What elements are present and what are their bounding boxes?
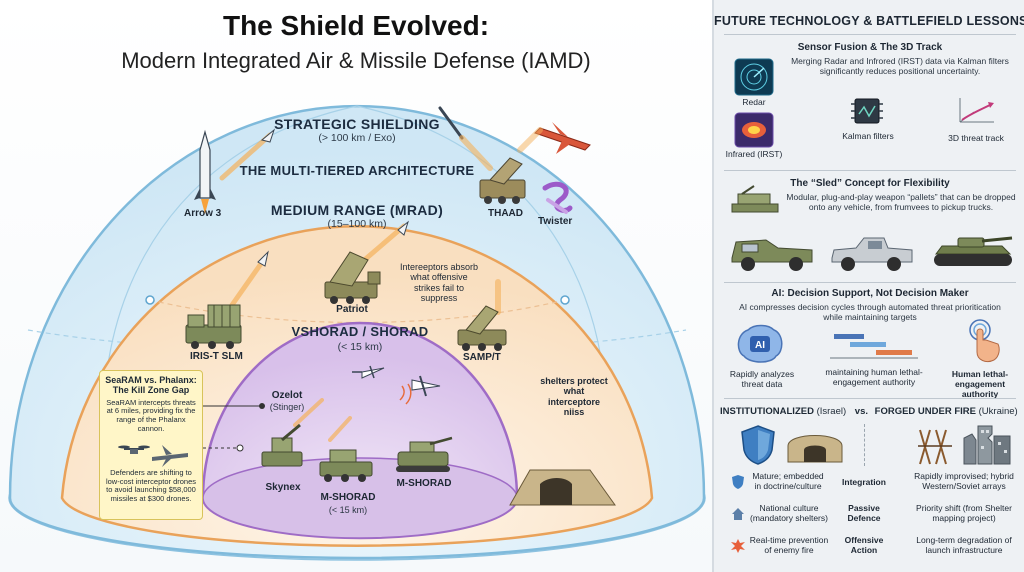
threat-track-icon <box>959 98 994 123</box>
label-ozelot: Ozelot <box>271 390 303 401</box>
row2-mid: Passive Defence <box>847 503 881 523</box>
ai-head: AI: Decision Support, Not Decision Maker <box>771 288 969 299</box>
label-arrow3: Arrow 3 <box>184 208 222 219</box>
ai-label-1: Rapidly analyzes threat data <box>729 369 795 389</box>
strategic-tier-name: STRATEGIC SHIELDING <box>274 116 440 132</box>
track-label: 3D threat track <box>948 133 1004 143</box>
hangar-shelter-icon <box>787 435 843 463</box>
sensor-body: Merging Radar and Infrored (IRST) data v… <box>791 56 1009 77</box>
damaged-city-icon <box>963 425 1011 465</box>
shield-icon <box>741 425 775 465</box>
row1-mid: Integration <box>842 477 886 487</box>
kalman-label: Kalman filters <box>842 131 894 141</box>
architecture-heading: THE MULTI-TIERED ARCHITECTURE <box>239 163 475 178</box>
medium-tier-name: MEDIUM RANGE (MRAD) <box>270 202 444 218</box>
sled-head: The “Sled” Concept for Flexibility <box>790 178 950 189</box>
mshorad-vehicle-icon <box>319 449 373 482</box>
searam-head: SeaRAM vs. Phalanx: The Kill Zone Gap <box>105 375 197 396</box>
skynex-icon <box>261 423 303 467</box>
infrared-icon <box>734 112 774 148</box>
row1-right: Rapidly improvised; hybrid Western/Sovie… <box>914 471 1014 491</box>
shelters-note: shelters protect what interceptore niiss <box>540 376 608 418</box>
interceptors-note: Intereeptors absorb what offensive strik… <box>399 262 479 304</box>
drones-text: Defenders are shifting to low-cost inter… <box>105 468 197 504</box>
searam-body: SeaRAM intercepts threats at 6 miles, pr… <box>106 397 196 433</box>
label-mshorad-b: M-SHORAD <box>396 478 452 489</box>
compare-right-head: FORGED UNDER FIRE <box>874 406 976 417</box>
radar-label: Redar <box>742 97 766 107</box>
strategic-tier-range: (> 100 km / Exo) <box>318 132 396 144</box>
panel-title: FUTURE TECHNOLOGY & BATTLEFIELD LESSONS <box>714 14 1024 28</box>
label-twister: Twister <box>538 216 573 227</box>
cruise-missile-icon <box>517 122 591 154</box>
drone-target-icon <box>352 365 441 405</box>
label-mshorad-a-sub: (< 15 km) <box>328 505 368 515</box>
infrared-label: Infrared (IRST) <box>725 149 783 159</box>
sensor-head: Sensor Fusion & The 3D Track <box>797 42 943 53</box>
patriot-launcher-icon <box>324 251 381 304</box>
shelter-bunker-icon <box>509 469 616 506</box>
kalman-chip-icon <box>851 98 883 124</box>
drones-illustration <box>104 435 198 469</box>
weapon-pallet-icon <box>731 185 779 213</box>
sled-body: Modular, plug-and-play weapon “pallets” … <box>786 192 1016 213</box>
timeline-chart-icon <box>830 334 918 359</box>
ai-chip-text: AI <box>755 340 765 351</box>
page-subtitle: Modern Integrated Air & Missile Defense … <box>121 48 591 73</box>
label-ozelot-sub: (Stinger) <box>269 402 305 412</box>
small-shield-icon <box>732 475 744 489</box>
row1-left: Mature; embedded in doctrine/culture <box>752 471 824 491</box>
divider <box>724 34 1016 35</box>
compare-left-head: INSTITUTIONALIZED <box>720 406 814 417</box>
page-title: The Shield Evolved: <box>222 10 490 41</box>
tank-vehicle-icon <box>934 236 1013 266</box>
interceptor-trail-icon <box>219 106 501 442</box>
compare-vs: vs. <box>854 406 869 417</box>
compare-header: INSTITUTIONALIZED (Israel) vs. FORGED UN… <box>720 406 1018 417</box>
row3-mid: Offensive Action <box>844 535 884 555</box>
ai-label-3: Human lethal-engagement authority <box>951 369 1009 399</box>
row2-right: Priority shift (from Shelter mapping pro… <box>916 503 1012 523</box>
humvee-icon <box>731 239 813 271</box>
label-mshorad-a: M-SHORAD <box>320 492 376 503</box>
row2-left: National culture (mandatory shelters) <box>750 503 828 523</box>
ai-label-2: maintaining human lethal-engagement auth… <box>825 367 923 387</box>
touch-hand-icon <box>969 319 1000 363</box>
divider <box>724 398 1016 399</box>
divider <box>724 282 1016 283</box>
medium-tier-range: (15–100 km) <box>327 218 387 230</box>
fortification-icon <box>918 429 952 465</box>
label-sampt: SAMP/T <box>463 352 501 363</box>
arrow3-missile-icon <box>194 129 216 214</box>
divider <box>724 170 1016 171</box>
iamd-diagram: The Shield Evolved: Modern Integrated Ai… <box>0 0 712 572</box>
compare-divider <box>864 424 865 466</box>
vshorad-tier-range: (< 15 km) <box>337 341 383 353</box>
iris-launcher-icon <box>185 304 242 349</box>
explosion-icon <box>731 539 745 553</box>
label-skynex: Skynex <box>265 482 301 493</box>
mshorad-tracked-icon <box>396 436 453 472</box>
quadcopter-drone-icon <box>118 445 150 455</box>
ai-body: AI compresses decision cycles through au… <box>739 302 1001 323</box>
compare-left-sub: (Israel) <box>816 406 847 417</box>
sampt-launcher-icon <box>457 305 507 351</box>
lessons-panel: FUTURE TECHNOLOGY & BATTLEFIELD LESSONS … <box>712 0 1024 572</box>
attack-drone-icon <box>152 445 188 468</box>
vshorad-tier-name: VSHORAD / SHORAD <box>291 324 429 339</box>
radar-icon <box>734 58 774 96</box>
twister-icon <box>542 181 573 214</box>
label-iris: IRIS-T SLM <box>190 351 243 362</box>
label-patriot: Patriot <box>336 304 368 315</box>
row3-left: Real-time prevention of enemy fire <box>749 535 829 555</box>
row3-right: Long-term degradation of launch infrastr… <box>916 535 1012 555</box>
label-thaad: THAAD <box>488 208 523 219</box>
thaad-launcher-icon <box>479 157 526 204</box>
ai-brain-icon: AI <box>737 324 783 363</box>
pickup-truck-icon <box>831 237 913 271</box>
searam-callout: SeaRAM vs. Phalanx: The Kill Zone Gap Se… <box>99 370 203 520</box>
compare-right-sub: (Ukraine) <box>978 406 1018 417</box>
house-icon <box>732 508 744 520</box>
